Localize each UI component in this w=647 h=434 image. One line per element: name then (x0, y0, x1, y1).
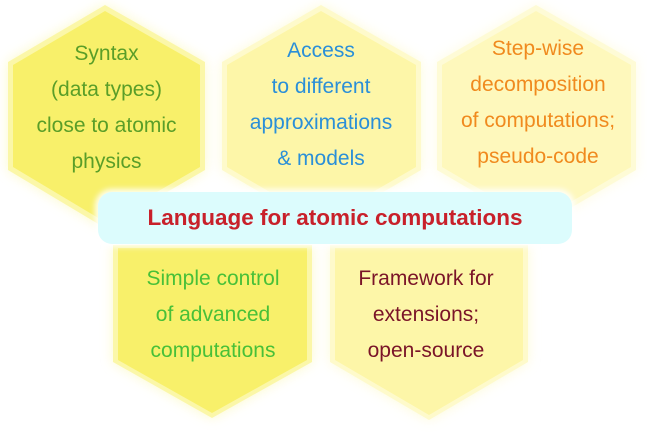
text-line: to different (271, 75, 371, 98)
text-line: approximations (249, 111, 393, 134)
text-line: of computations; (460, 109, 616, 132)
text-line: Syntax (74, 42, 139, 65)
text-line: Framework for (358, 267, 494, 290)
hexagon-framework-text: Framework for extensions; open-source (326, 261, 526, 369)
hexagon-access (227, 11, 416, 222)
text-line: physics (71, 150, 142, 173)
hexagon-syntax-text: Syntax (data types) close to atomic phys… (13, 36, 200, 180)
text-line: & models (277, 147, 365, 170)
title-banner: Language for atomic computations (98, 192, 572, 244)
text-line: (data types) (51, 78, 162, 101)
text-line: Access (287, 39, 355, 62)
text-line: Simple control (146, 267, 280, 290)
text-line: Step-wise (491, 37, 585, 60)
text-line: close to atomic (36, 114, 177, 137)
hexagon-control (118, 248, 307, 413)
hexagon-syntax (13, 11, 200, 222)
text-line: extensions; (372, 303, 480, 326)
text-line: of advanced (155, 303, 271, 326)
hexagon-control-text: Simple control of advanced computations (113, 261, 313, 369)
text-line: computations (150, 339, 276, 362)
text-line: open-source (367, 339, 485, 362)
hexagon-stepwise (442, 11, 631, 222)
page-title: Language for atomic computations (147, 205, 523, 230)
hexagon-framework (335, 248, 523, 415)
text-line: decomposition (470, 73, 606, 96)
hexagon-stepwise-text: Step-wise decomposition of computations;… (440, 31, 636, 175)
text-line: pseudo-code (477, 145, 599, 168)
hexagon-access-text: Access to different approximations & mod… (222, 33, 420, 177)
